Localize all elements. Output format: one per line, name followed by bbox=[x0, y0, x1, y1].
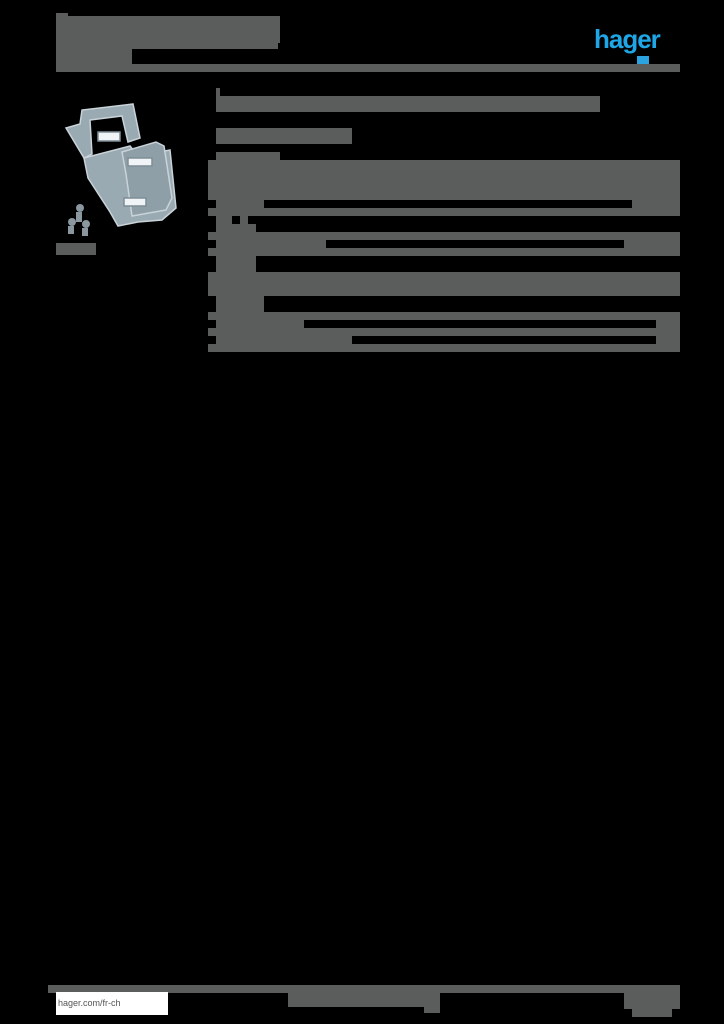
table-row: [redacted] bbox=[208, 312, 680, 320]
footer-center-text: [redacted] bbox=[288, 993, 440, 1007]
footer-rule bbox=[48, 985, 680, 993]
header-title: [redacted product range title] bbox=[56, 16, 280, 43]
table-bottom-rule bbox=[208, 344, 680, 352]
table-row-label bbox=[216, 256, 256, 264]
table-row-label bbox=[216, 264, 256, 272]
table-row: [redacted] bbox=[208, 328, 680, 336]
table-row-bar bbox=[208, 248, 680, 256]
table-row: [redacted] bbox=[208, 272, 680, 296]
table-row-value bbox=[656, 320, 680, 328]
product-title: [redacted product title] bbox=[216, 96, 600, 112]
table-row-value bbox=[624, 240, 680, 248]
table-row-label-cap bbox=[216, 152, 280, 160]
table-row-label bbox=[216, 320, 304, 328]
table-row-bar bbox=[208, 232, 680, 240]
hager-logo[interactable]: hager bbox=[594, 24, 661, 54]
table-row-label bbox=[216, 240, 326, 248]
footer-center-tail bbox=[424, 1005, 440, 1013]
table-row-divider bbox=[208, 208, 680, 216]
table-row: [redacted] bbox=[216, 224, 256, 232]
product-title-ascenders bbox=[216, 88, 220, 96]
footer-website-link[interactable]: hager.com/fr-ch bbox=[56, 992, 168, 1015]
table-row-label bbox=[216, 216, 232, 224]
table-row-value bbox=[656, 336, 680, 344]
product-image bbox=[64, 103, 177, 236]
table-row-label bbox=[216, 200, 264, 208]
table-row-label bbox=[240, 216, 248, 224]
header-subtitle-tail bbox=[130, 43, 278, 49]
table-row: [redacted] bbox=[208, 160, 680, 200]
header-subtitle: [redacted subtitle] bbox=[56, 43, 132, 65]
table-row-value bbox=[632, 200, 680, 208]
table-row-label bbox=[216, 296, 264, 312]
header-title-ascender bbox=[56, 13, 68, 17]
footer-page-info-tail bbox=[632, 1009, 672, 1017]
footer-page-info: [redacted] bbox=[624, 993, 680, 1009]
header-rule bbox=[56, 64, 680, 72]
image-caption: [redacted ref] bbox=[56, 243, 96, 255]
product-subtitle: [redacted product subtitle] bbox=[216, 128, 352, 144]
table-row: [redacted] bbox=[216, 336, 352, 344]
logo-accent bbox=[637, 56, 649, 65]
